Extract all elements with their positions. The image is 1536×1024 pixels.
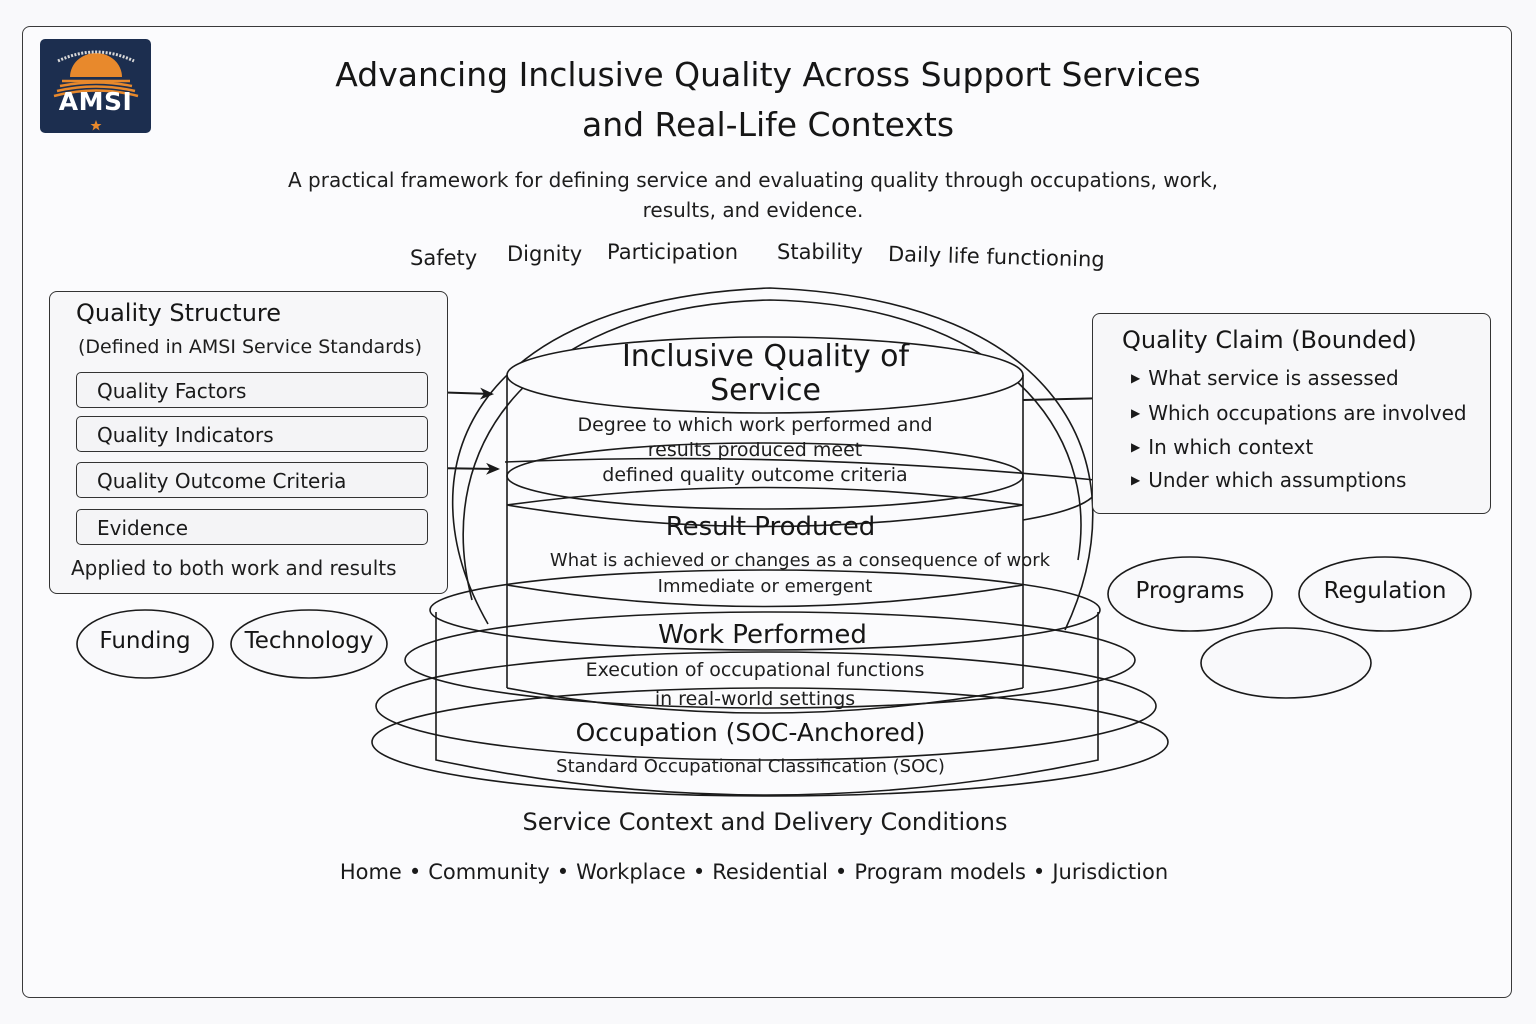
service-context-title: Service Context and Delivery Conditions: [522, 808, 1008, 836]
oval-funding: [76, 609, 214, 679]
sunrise-logo-icon: [53, 50, 139, 131]
layer-divider-1: [506, 442, 1024, 510]
regulation-label: Regulation: [1323, 578, 1447, 604]
layer-bottom: [506, 687, 1024, 714]
value-stability: Stability: [777, 240, 863, 264]
layer-divider-3: [506, 584, 1024, 608]
layer-occupation-title: Occupation (SOC-Anchored): [575, 718, 926, 747]
context-residential: Residential: [712, 860, 828, 884]
context-home: Home: [339, 860, 402, 884]
oval-regulation: [1298, 556, 1472, 632]
quality-structure-title: Quality Structure: [76, 299, 282, 327]
quality-indicators-item[interactable]: Quality Indicators: [76, 416, 428, 452]
quality-claim-panel: Quality Claim (Bounded) ▶What service is…: [1092, 313, 1491, 514]
claim-item-assumptions: ▶Under which assumptions: [1131, 468, 1407, 492]
base-ring-top: [429, 569, 1101, 651]
quality-factors-item[interactable]: Quality Factors: [76, 372, 428, 408]
layer-work-performed-desc: Execution of occupational functions in r…: [585, 659, 925, 710]
page-title: Advancing Inclusive Quality Across Suppo…: [230, 50, 1306, 150]
logo-text: AMSI: [58, 87, 133, 116]
claim-item-service: ▶What service is assessed: [1131, 366, 1399, 390]
context-workplace: Workplace: [576, 860, 686, 884]
evidence-item[interactable]: Evidence: [76, 509, 428, 545]
value-participation: Participation: [607, 240, 739, 264]
oval-programs: [1107, 556, 1273, 632]
oval-empty: [1200, 627, 1372, 699]
bullet-icon: ▶: [1131, 371, 1141, 385]
technology-label: Technology: [244, 628, 374, 654]
value-safety: Safety: [410, 246, 478, 270]
page-subtitle: A practical framework for defining servi…: [220, 165, 1286, 225]
bullet-icon: ▶: [1131, 473, 1141, 487]
quality-structure-footer: Applied to both work and results: [71, 556, 397, 580]
quality-claim-title: Quality Claim (Bounded): [1122, 326, 1417, 354]
programs-label: Programs: [1135, 578, 1245, 604]
bullet-icon: ▶: [1131, 406, 1141, 420]
layer-work-performed-title: Work Performed: [658, 620, 867, 650]
context-sphere-inner-outline: [462, 299, 1082, 601]
layer-occupation-desc: Standard Occupational Classification (SO…: [556, 756, 945, 777]
amsi-logo: AMSI: [40, 39, 151, 133]
oval-technology: [230, 609, 388, 679]
quality-structure-panel: Quality Structure (Defined in AMSI Servi…: [49, 291, 448, 594]
quality-outcome-criteria-item[interactable]: Quality Outcome Criteria: [76, 462, 428, 498]
quality-structure-subtitle: (Defined in AMSI Service Standards): [78, 336, 422, 358]
base-ring-middle: [375, 651, 1157, 761]
claim-item-occupations: ▶Which occupations are involved: [1131, 401, 1467, 425]
title-line-2: and Real-Life Contexts: [581, 105, 955, 144]
title-line-1: Advancing Inclusive Quality Across Suppo…: [335, 55, 1201, 94]
layer-inclusive-quality-title: Inclusive Quality of Service: [621, 339, 910, 408]
context-program-models: Program models: [854, 860, 1026, 884]
service-context-list: Home•Community•Workplace•Residential•Pro…: [339, 860, 1169, 884]
layer-result-produced-title: Result Produced: [665, 512, 876, 542]
subtitle-line-1: A practical framework for defining servi…: [287, 168, 1219, 192]
subtitle-line-2: results, and evidence.: [642, 198, 864, 222]
layer-result-produced-desc: What is achieved or changes as a consequ…: [549, 550, 1051, 597]
funding-label: Funding: [99, 628, 191, 654]
occupation-cylinder: [435, 612, 1099, 796]
value-dignity: Dignity: [507, 242, 583, 266]
base-ring-outer: [371, 687, 1169, 797]
bullet-icon: ▶: [1131, 440, 1141, 454]
context-jurisdiction: Jurisdiction: [1052, 860, 1169, 884]
claim-item-context: ▶In which context: [1131, 435, 1314, 459]
base-ring-upper: [404, 611, 1136, 709]
layer-inclusive-quality-desc: Degree to which work performed and resul…: [577, 414, 933, 486]
layer-divider-2: [506, 486, 1024, 528]
context-community: Community: [428, 860, 550, 884]
